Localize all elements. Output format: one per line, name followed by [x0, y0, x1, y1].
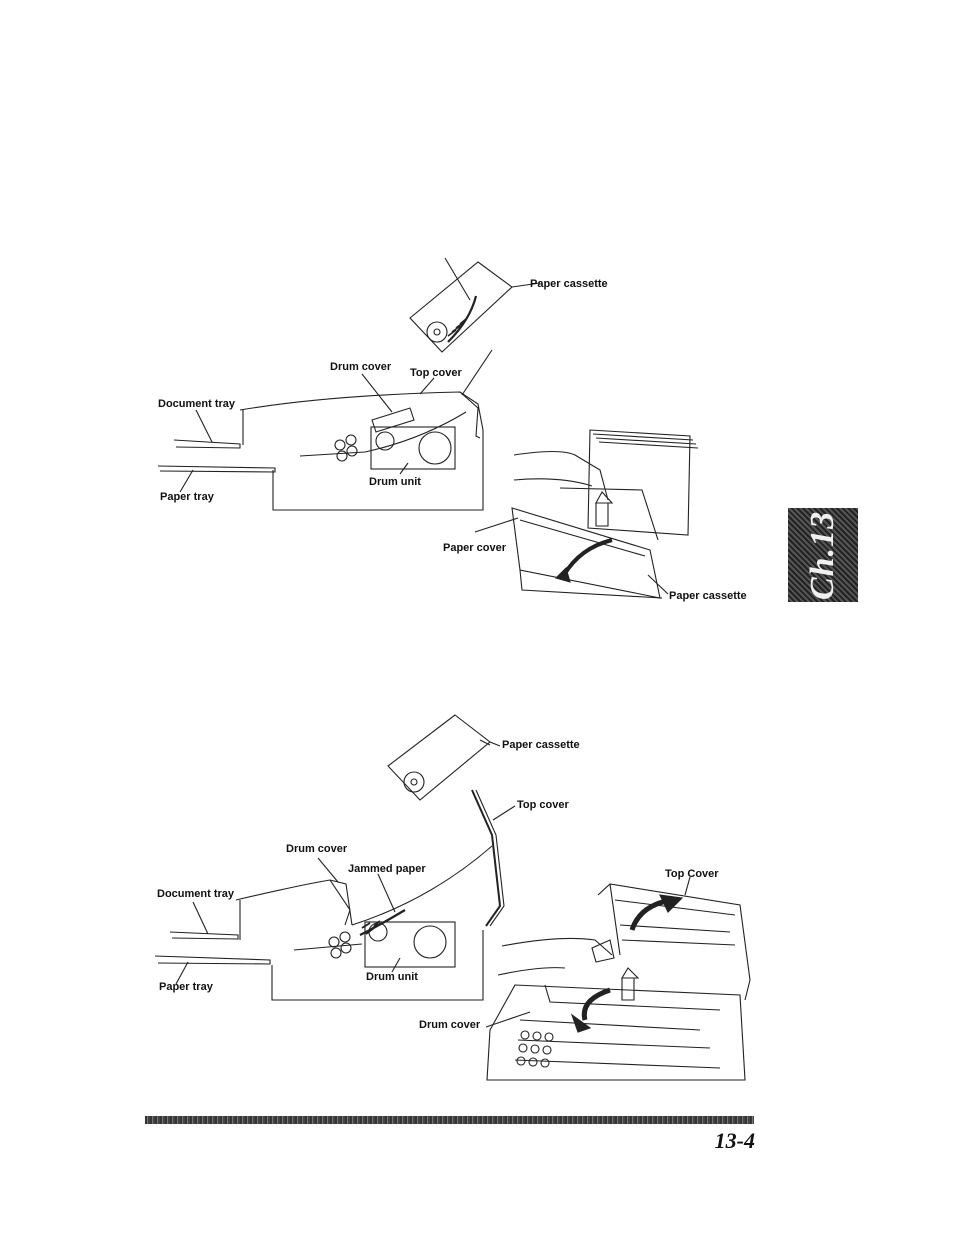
label-document-tray-2: Document tray — [157, 888, 234, 900]
footer-rule — [145, 1116, 754, 1124]
page-number: 13-4 — [700, 1128, 755, 1154]
label-paper-tray-2: Paper tray — [159, 981, 213, 993]
label-paper-cassette-3: Paper cassette — [502, 739, 580, 751]
label-drum-cover-3: Drum cover — [419, 1019, 480, 1031]
label-drum-cover-2: Drum cover — [286, 843, 347, 855]
label-top-cover-2: Top cover — [517, 799, 569, 811]
label-jammed-paper: Jammed paper — [348, 863, 426, 875]
label-drum-unit-2: Drum unit — [366, 971, 418, 983]
label-top-cover-photo: Top Cover — [665, 868, 719, 880]
